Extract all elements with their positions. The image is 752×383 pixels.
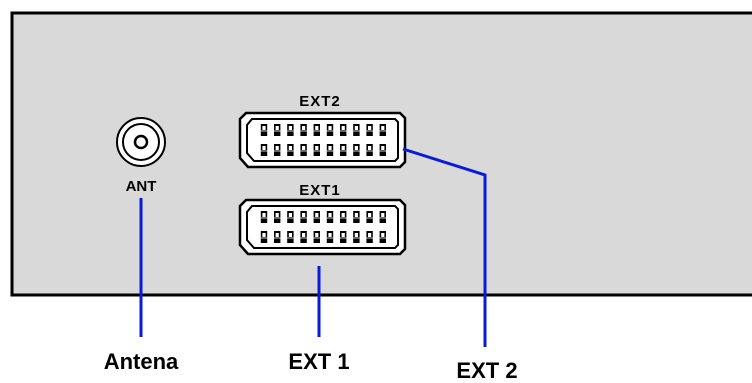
scart-ext1-inner-shell [246,205,399,249]
scart-ext1-pin [287,231,294,243]
scart-ext2-pin [379,124,386,136]
scart-ext1-pin [366,231,373,243]
scart-ext2-label: EXT2 [299,93,341,110]
scart-ext2-pin [313,124,320,136]
scart-ext2-pin [353,144,360,156]
callout-line-ext2 [402,147,487,347]
scart-ext2-pins [260,124,386,156]
scart-ext2-pin [313,144,320,156]
scart-ext2-pin [326,144,334,156]
antenna-socket-pin [133,134,149,150]
scart-ext2-connector [238,111,407,169]
scart-ext2-pin [300,144,307,156]
scart-ext1-pin [366,211,373,223]
scart-ext1-pin [379,211,386,223]
scart-ext2-inner-shell [246,118,399,162]
scart-ext1-pin [313,211,320,223]
scart-ext2-pin [366,144,373,156]
scart-ext1-pin [287,211,294,223]
scart-ext1-label: EXT1 [299,182,341,199]
scart-ext1-connector [238,198,407,256]
scart-ext2-pin [326,124,334,136]
scart-ext2-pin [274,124,281,136]
scart-ext1-pin [260,211,268,223]
scart-ext1-pin [353,211,360,223]
callout-label-ext2: EXT 2 [456,358,517,383]
scart-ext2-pin [379,144,386,156]
scart-ext1-pin [260,231,268,243]
scart-ext1-pin [340,211,347,223]
scart-ext2-pin [340,144,347,156]
scart-ext1-pin [300,211,307,223]
callout-lines [139,147,487,347]
antenna-socket-label: ANT [126,178,157,195]
scart-ext2-pin [340,124,347,136]
scart-ext2-pin [260,144,268,156]
scart-ext2-pin [287,124,294,136]
scart-ext2-pin [353,124,360,136]
scart-ext1-pin [274,211,281,223]
scart-ext1-pin [313,231,320,243]
scart-ext2-pin [274,144,281,156]
scart-ext1-pin [326,211,334,223]
antenna-socket [116,117,166,167]
scart-ext1-pin [340,231,347,243]
scart-ext1-pin [379,231,386,243]
scart-ext1-pin [274,231,281,243]
callout-label-antena: Antena [104,349,179,374]
scart-ext1-pin [353,231,360,243]
scart-ext2-pin [366,124,373,136]
callout-label-ext1: EXT 1 [288,349,349,374]
scart-ext2-pin [287,144,294,156]
scart-ext1-pin [326,231,334,243]
scart-ext2-pin [260,124,268,136]
scart-ext2-pin [300,124,307,136]
scart-ext1-pins [260,211,386,243]
scart-ext1-pin [300,231,307,243]
